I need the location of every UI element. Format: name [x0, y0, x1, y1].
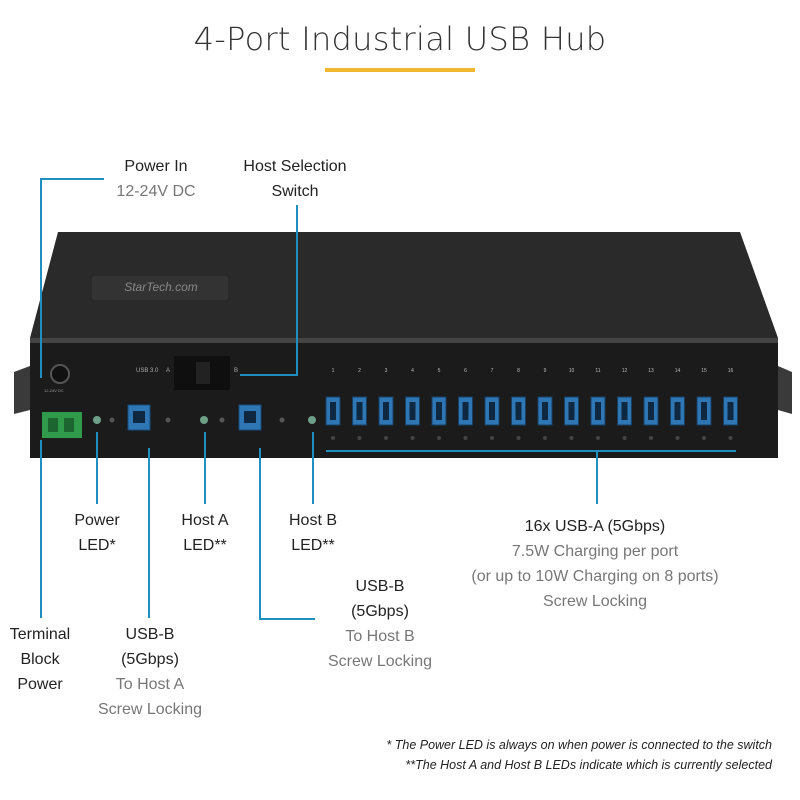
usbb-hosta-sub2: Screw Locking: [97, 701, 203, 718]
power-in-callout: Power In 12-24V DC: [108, 154, 204, 204]
port-number-label: 3: [384, 368, 388, 374]
usbb-a-line: [148, 448, 150, 618]
page-title: 4-Port Industrial USB Hub: [193, 20, 607, 58]
switch-line-v: [296, 205, 298, 375]
power-led: [93, 416, 101, 424]
port-number-label: 11: [595, 368, 601, 374]
usb-a-port-group: [325, 396, 738, 440]
usba-sub2: (or up to 10W Charging on 8 ports): [471, 568, 719, 585]
port-number-label: 14: [674, 368, 681, 374]
terminal-line3: Power: [17, 676, 63, 693]
usbb-hosta-line1: USB-B: [125, 626, 175, 643]
port-number-label: 12: [621, 368, 628, 374]
brand-logo: StarTech.com: [124, 280, 198, 294]
usbb-hostb-line1: USB-B: [355, 578, 405, 595]
host-a-led-line: [204, 432, 206, 504]
terminal-line2: Block: [20, 651, 60, 668]
usbb-b-line-h: [259, 618, 315, 620]
switch-label-a: A: [166, 368, 171, 374]
host-a-led-callout: Host A LED**: [168, 508, 242, 558]
host-a-led: [200, 416, 208, 424]
terminal-line1: Terminal: [9, 626, 71, 643]
port-number-label: 15: [701, 368, 707, 374]
usbb-hostb-callout: USB-B (5Gbps) To Host B Screw Locking: [318, 574, 442, 674]
port-number-label: 10: [568, 368, 575, 374]
power-led-line2: LED*: [78, 537, 116, 554]
usbb-hosta-line2: (5Gbps): [121, 651, 179, 668]
footnote-power-led: * The Power LED is always on when power …: [386, 738, 772, 752]
usba-title: 16x USB-A (5Gbps): [524, 518, 666, 535]
port-number-label: 1: [331, 368, 335, 374]
left-bracket: [14, 366, 30, 414]
host-a-led-line2: LED**: [183, 537, 227, 554]
power-jack: [50, 364, 70, 384]
usbb-hostb-line2: (5Gbps): [351, 603, 409, 620]
switch-label-b: B: [234, 368, 239, 374]
terminal-line: [40, 440, 42, 618]
port-number-label: 5: [437, 368, 441, 374]
footnote-host-led: **The Host A and Host B LEDs indicate wh…: [405, 758, 772, 772]
hub-top-panel: [30, 232, 778, 338]
host-b-led-line: [312, 432, 314, 504]
usba-sub1: 7.5W Charging per port: [511, 543, 679, 560]
usbb-hosta-sub1: To Host A: [115, 676, 185, 693]
power-in-line-v: [40, 178, 42, 378]
usbb-hostb-sub2: Screw Locking: [327, 653, 433, 670]
usb30-label: USB 3.0: [136, 368, 159, 374]
usbb-b-line-v: [259, 448, 261, 620]
power-in-sub: 12-24V DC: [116, 183, 196, 200]
power-led-line: [96, 432, 98, 504]
usba-sub3: Screw Locking: [542, 593, 648, 610]
power-led-line1: Power: [74, 512, 120, 529]
usbb-hosta-callout: USB-B (5Gbps) To Host A Screw Locking: [88, 622, 212, 722]
port-number-label: 4: [411, 368, 414, 374]
host-b-led: [308, 416, 316, 424]
title-underline: [325, 68, 475, 72]
terminal-callout: Terminal Block Power: [0, 622, 80, 697]
port-number-label: 7: [490, 368, 494, 374]
power-jack-label: 12-24V DC: [44, 388, 64, 393]
brand-plate: [92, 276, 228, 300]
right-bracket: [778, 366, 792, 414]
host-a-led-line1: Host A: [181, 512, 229, 529]
usbb-hostb-sub1: To Host B: [345, 628, 415, 645]
host-switch-callout: Host Selection Switch: [230, 154, 360, 204]
host-switch-line2: Switch: [271, 183, 319, 200]
port-number-label: 8: [517, 368, 520, 374]
host-b-led-callout: Host B LED**: [276, 508, 350, 558]
port-number-label: 13: [648, 368, 654, 374]
usba-bracket-line: [326, 450, 736, 452]
port-number-label: 16: [727, 368, 734, 374]
power-in-title: Power In: [124, 158, 188, 175]
port-number-label: 2: [358, 368, 361, 374]
host-switch-line1: Host Selection: [243, 158, 347, 175]
switch-line-h: [240, 374, 298, 376]
port-number-label: 6: [464, 368, 467, 374]
usba-callout: 16x USB-A (5Gbps) 7.5W Charging per port…: [440, 514, 750, 614]
power-led-callout: Power LED*: [62, 508, 132, 558]
hub-front-panel: [30, 343, 778, 458]
host-b-led-line1: Host B: [288, 512, 337, 529]
usba-line-v: [596, 450, 598, 504]
host-b-led-line2: LED**: [291, 537, 335, 554]
port-number-label: 9: [543, 368, 547, 374]
power-in-line-h: [40, 178, 104, 180]
